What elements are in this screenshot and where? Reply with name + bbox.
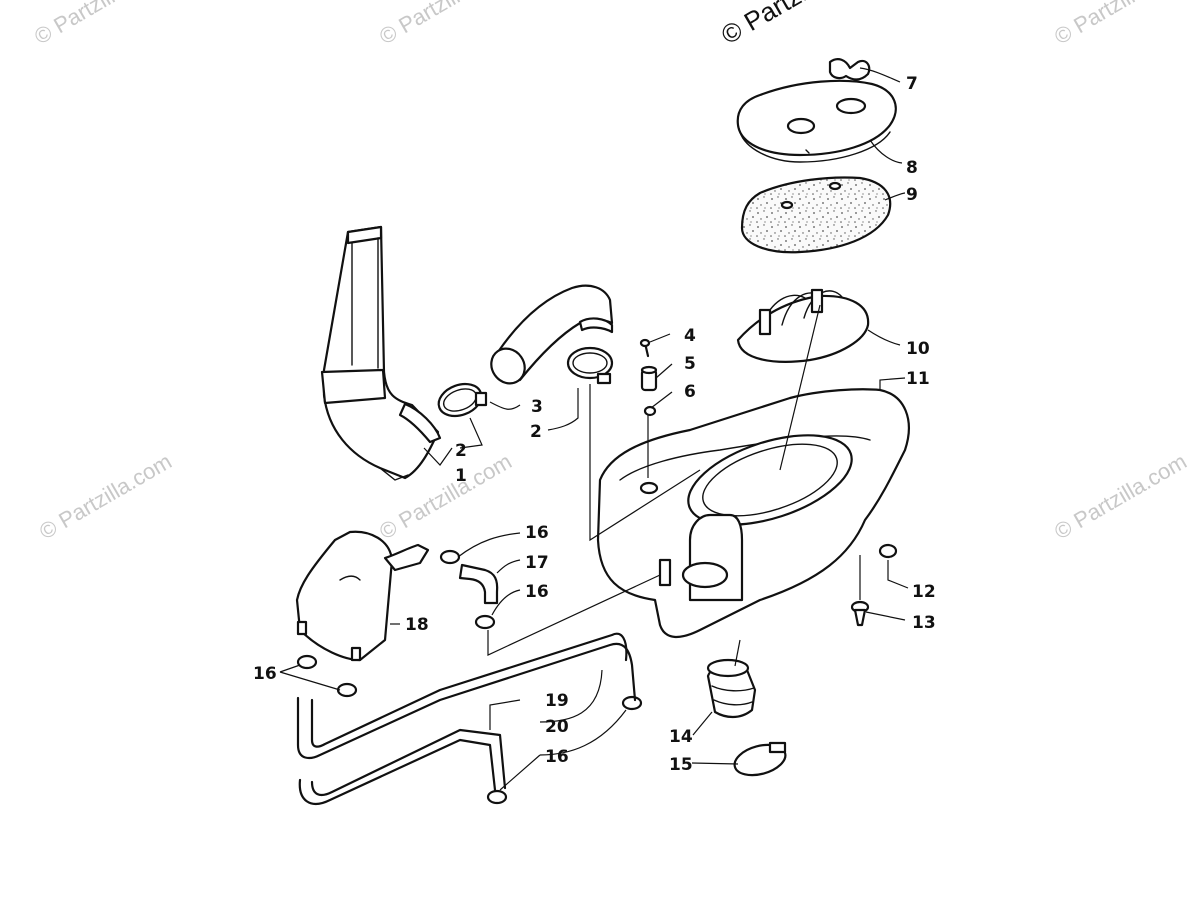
washer bbox=[643, 405, 657, 417]
air-intake-duct bbox=[320, 225, 442, 481]
callout-10: 10 bbox=[906, 339, 930, 359]
callout-16-mid: 16 bbox=[525, 582, 549, 602]
callout-labels: 1 2 2 3 4 5 6 7 8 9 10 11 12 13 14 15 16… bbox=[253, 74, 936, 775]
elbow-fitting bbox=[458, 563, 499, 605]
watermark-text: © Partzilla.com bbox=[1050, 449, 1191, 545]
screw bbox=[639, 338, 651, 358]
leader-lines bbox=[279, 67, 909, 791]
watermark-top-text: © Partzill bbox=[716, 0, 821, 50]
hose-clamp-right bbox=[566, 346, 614, 385]
airbox bbox=[596, 388, 910, 638]
vent-hoses bbox=[296, 632, 637, 806]
callout-11: 11 bbox=[906, 369, 930, 389]
foam-filter bbox=[740, 176, 892, 254]
standoff bbox=[640, 365, 658, 392]
outlet-clamp bbox=[733, 741, 787, 777]
outlet-boot bbox=[706, 658, 757, 719]
callout-17: 17 bbox=[525, 553, 549, 573]
callout-6: 6 bbox=[684, 382, 696, 402]
callout-16-left: 16 bbox=[253, 664, 277, 684]
callout-16-bottom: 16 bbox=[545, 747, 569, 767]
callout-9: 9 bbox=[906, 185, 918, 205]
callout-2-right: 2 bbox=[530, 422, 542, 442]
watermark-text: © Partzilla.com bbox=[1050, 0, 1191, 49]
hose-clamp-left bbox=[437, 382, 488, 418]
callout-2-left: 2 bbox=[455, 441, 467, 461]
grommet bbox=[878, 543, 898, 559]
watermark-text: © Partzilla.com bbox=[30, 0, 171, 49]
airbox-cover bbox=[736, 79, 897, 163]
callout-5: 5 bbox=[684, 354, 696, 374]
callout-15: 15 bbox=[669, 755, 693, 775]
callout-20: 20 bbox=[545, 717, 569, 737]
vent-tank bbox=[295, 530, 430, 662]
callout-4: 4 bbox=[684, 326, 696, 346]
callout-13: 13 bbox=[912, 613, 936, 633]
small-hose-clamps bbox=[296, 549, 643, 805]
callout-3: 3 bbox=[531, 397, 543, 417]
callout-18: 18 bbox=[405, 615, 429, 635]
wing-nut bbox=[828, 58, 871, 81]
callout-8: 8 bbox=[906, 158, 918, 178]
callout-14: 14 bbox=[669, 727, 693, 747]
watermark-text: © Partzilla.com bbox=[35, 449, 176, 545]
watermark-text: © Partzilla.com bbox=[375, 0, 516, 49]
callout-19: 19 bbox=[545, 691, 569, 711]
callout-16-top: 16 bbox=[525, 523, 549, 543]
callout-7: 7 bbox=[906, 74, 918, 94]
callout-1: 1 bbox=[455, 466, 467, 486]
filter-cage bbox=[736, 288, 870, 363]
callout-12: 12 bbox=[912, 582, 936, 602]
push-rivet bbox=[850, 600, 870, 627]
intake-boot bbox=[490, 284, 614, 385]
